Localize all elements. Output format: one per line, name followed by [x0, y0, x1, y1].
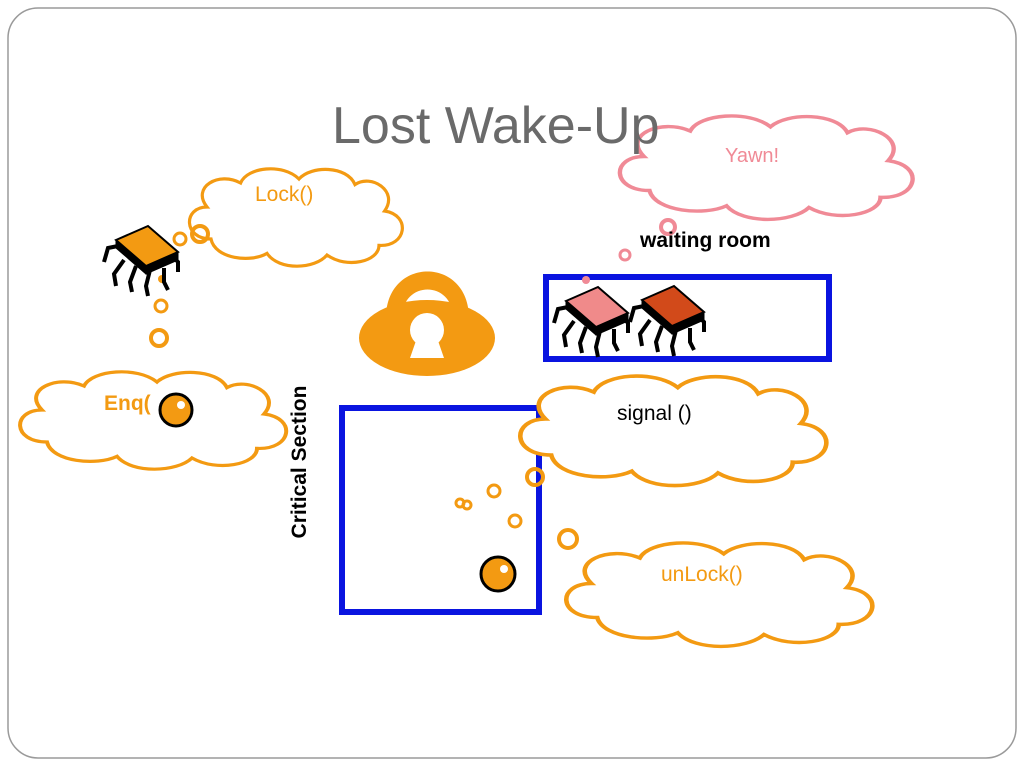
pink-bubble-small	[618, 248, 632, 262]
signal-thought-bubble-icon	[520, 376, 826, 486]
lock-call-label: Lock()	[255, 183, 314, 206]
orange-bubble-7	[486, 483, 502, 499]
orange-bubble-5	[149, 328, 169, 348]
orange-bubble-4	[153, 298, 169, 314]
critical-section-label: Critical Section	[288, 385, 311, 539]
orange-bubble-6	[525, 467, 545, 487]
pink-bubble-dot	[582, 276, 590, 284]
waiting-room-label: waiting room	[640, 229, 771, 252]
orange-bubble-10	[461, 499, 473, 511]
enq-thought-bubble-icon	[18, 369, 289, 472]
unlock-thought-bubble-icon	[566, 543, 872, 646]
critical-token-icon	[479, 555, 517, 593]
orange-bubble-1	[190, 224, 210, 244]
padlock-icon	[359, 271, 495, 376]
waiting-room-box	[543, 274, 832, 362]
enq-call-label: Enq(	[104, 392, 151, 415]
yawn-label: Yawn!	[725, 145, 780, 167]
signal-call-label: signal ()	[617, 402, 692, 425]
thread-bug-red-icon	[628, 284, 706, 358]
slide-border	[7, 7, 1017, 759]
orange-bubble-11	[557, 528, 579, 550]
unlock-call-label: unLock()	[661, 563, 743, 586]
thread-bug-pink-icon	[552, 285, 630, 359]
orange-bubble-8	[507, 513, 523, 529]
enq-token-icon	[158, 392, 194, 428]
thread-bug-orange-icon	[102, 224, 180, 298]
orange-bubble-2	[172, 231, 188, 247]
pink-bubble-large	[659, 218, 677, 236]
page-title: Lost Wake-Up	[332, 97, 660, 155]
critical-section-box	[339, 405, 542, 615]
